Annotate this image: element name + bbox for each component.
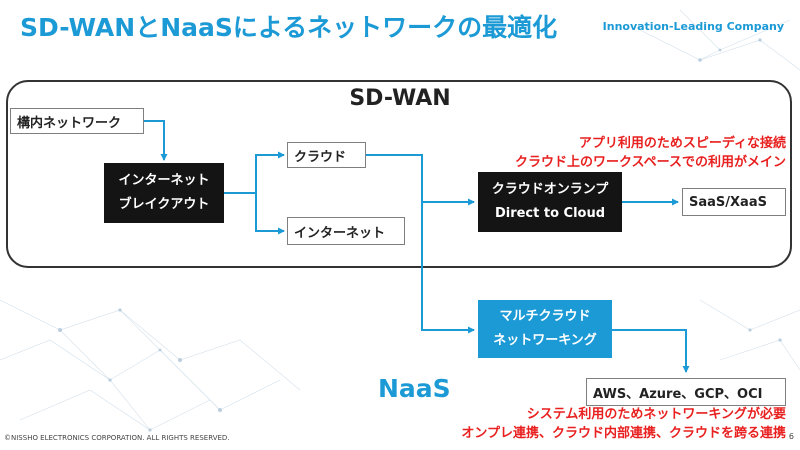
sdwan-label: SD-WAN: [349, 86, 451, 111]
internet-breakout-box: インターネット ブレイクアウト: [104, 163, 224, 223]
arrow-campus-to-breakout: [144, 120, 168, 161]
sdwan-callout-line-2: クラウド上のワークスペースでの利用がメイン: [514, 155, 786, 170]
multicloud-networking-box: マルチクラウド ネットワーキング: [478, 300, 612, 358]
sdwan-callout: アプリ利用のためスピーディな接続 クラウド上のワークスペースでの利用がメイン: [515, 134, 786, 172]
cloud-onramp-line-2: Direct to Cloud: [494, 206, 606, 221]
internet-box: インターネット: [287, 217, 405, 245]
page-number: 6: [788, 432, 794, 441]
internet-breakout-line-1: インターネット: [118, 173, 210, 188]
arrow-cloud-to-onramp: [366, 154, 475, 206]
cloud-box: クラウド: [287, 142, 366, 168]
naas-callout-line-1: システム利用のためネットワーキングが必要: [526, 407, 786, 422]
cloud-onramp-line-1: クラウドオンランプ: [491, 182, 609, 197]
multicloud-networking-line-1: マルチクラウド: [499, 309, 591, 324]
arrow-to-multicloud: [421, 202, 475, 334]
cloud-providers-box: AWS、Azure、GCP、OCI: [586, 378, 786, 406]
sdwan-callout-line-1: アプリ利用のためスピーディな接続: [578, 136, 786, 151]
internet-breakout-line-2: ブレイクアウト: [118, 197, 210, 212]
naas-callout-line-2: オンプレ連携、クラウド内部連携、クラウドを跨る連携: [461, 426, 786, 441]
arrow-breakout-to-cloud: [224, 151, 285, 194]
naas-callout: システム利用のためネットワーキングが必要 オンプレ連携、クラウド内部連携、クラウ…: [461, 405, 786, 443]
campus-network-box: 構内ネットワーク: [10, 108, 144, 134]
arrow-multicloud-to-providers: [612, 329, 690, 373]
sdwan-frame: [6, 80, 792, 268]
cloud-onramp-box: クラウドオンランプ Direct to Cloud: [478, 172, 622, 232]
arrow-breakout-to-internet: [255, 193, 285, 235]
multicloud-networking-line-2: ネットワーキング: [493, 333, 597, 348]
naas-label: NaaS: [378, 374, 451, 403]
company-tagline: Innovation-Leading Company: [602, 20, 784, 33]
page-title: SD-WANとNaaSによるネットワークの最適化: [20, 13, 558, 42]
saas-xaas-box: SaaS/XaaS: [682, 188, 786, 216]
copyright-notice: ©NISSHO ELECTRONICS CORPORATION. ALL RIG…: [4, 434, 230, 442]
